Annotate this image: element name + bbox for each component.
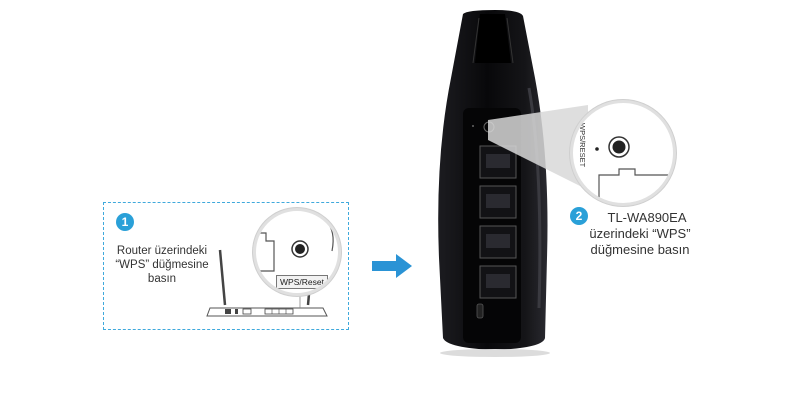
step2-line3: düğmesine basın xyxy=(590,242,690,257)
router-illustration xyxy=(206,249,328,317)
extender-illustration xyxy=(438,10,550,357)
step1-line1: Router üzerindeki xyxy=(116,245,208,257)
step2-instruction: TL-WA890EA üzerindeki “WPS” düğmesine ba… xyxy=(570,210,710,258)
step2-zoom-circle: WPS/RESET xyxy=(570,100,676,206)
step1-badge: 1 xyxy=(116,213,134,231)
step1-instruction: Router üzerindeki “WPS” düğmesine basın xyxy=(105,244,219,286)
step1-container xyxy=(103,202,349,330)
arrow-right-icon xyxy=(372,254,412,278)
router-zoom-detail xyxy=(256,220,334,272)
step1-line2: “WPS” düğmesine xyxy=(115,259,209,271)
step1-wps-label: WPS/Reset xyxy=(276,275,328,289)
step1-zoom-circle: WPS/Reset xyxy=(253,208,341,296)
step2-badge: 2 xyxy=(570,207,588,225)
step1-line3: basın xyxy=(147,273,177,285)
step2-callout-cone xyxy=(488,105,588,190)
step2-line2: üzerindeki “WPS” xyxy=(589,226,691,241)
extender-zoom-detail xyxy=(595,136,668,203)
step2-line1: TL-WA890EA xyxy=(607,210,687,225)
step2-wps-label: WPS/RESET xyxy=(578,123,587,168)
